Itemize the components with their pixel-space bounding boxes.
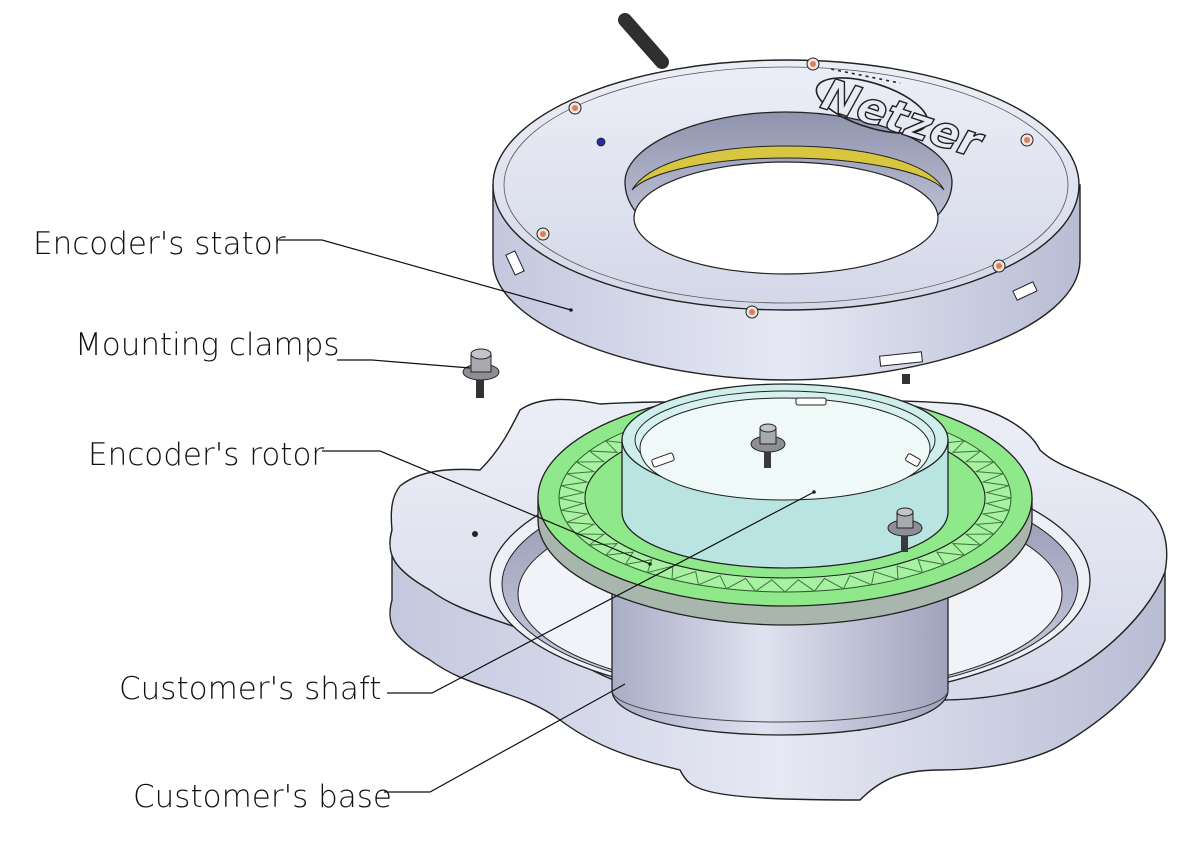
encoder-stator [492, 13, 1081, 384]
mounting-clamp-rotor-1 [750, 423, 786, 468]
leader-stator [279, 239, 572, 311]
mounting-clamp-rotor-2 [887, 507, 923, 552]
mounting-clamp-loose [462, 348, 500, 398]
leader-base [384, 683, 626, 793]
stator-screws [536, 57, 1034, 319]
label-customer-base: Customer's base [133, 779, 393, 815]
label-mounting-clamps: Mounting clamps [75, 327, 340, 363]
leader-rotor [322, 450, 651, 565]
label-encoder-stator: Encoder's stator [33, 226, 286, 262]
label-customer-shaft: Customer's shaft [119, 671, 382, 707]
label-encoder-rotor: Encoder's rotor [88, 437, 325, 473]
leader-clamps [337, 359, 471, 369]
leader-lines [279, 239, 815, 793]
leader-shaft [387, 491, 815, 694]
